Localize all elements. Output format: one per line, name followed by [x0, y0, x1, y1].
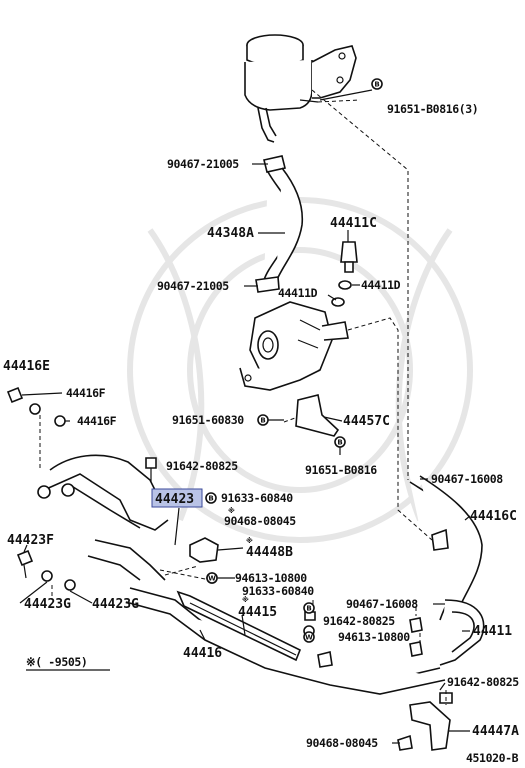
label-44416e[interactable]: 44416E	[3, 359, 50, 374]
tube-clamp	[189, 537, 219, 563]
label-91642-80825-mid[interactable]: 91642-80825	[323, 614, 396, 628]
label-44423g-a[interactable]: 44423G	[24, 597, 71, 612]
badge-91651-b0816-3: B	[371, 78, 383, 90]
label-44415[interactable]: 44415	[238, 605, 277, 620]
label-44457c[interactable]: 44457C	[343, 414, 390, 429]
footnote: ※( -9505)	[26, 655, 87, 669]
label-90467-21005-mid[interactable]: 90467-21005	[157, 279, 230, 293]
label-44411d-right[interactable]: 44411D	[361, 278, 401, 292]
part-labels: 91651-B0816(3) 90467-21005 44348A 44411C…	[3, 102, 520, 750]
lower-bracket	[397, 692, 453, 751]
label-44411d-left[interactable]: 44411D	[278, 286, 318, 300]
label-44348a[interactable]: 44348A	[207, 226, 254, 241]
label-90468-08045-bot[interactable]: 90468-08045	[306, 736, 379, 750]
label-44448b[interactable]: 44448B	[246, 545, 293, 560]
washer-badge-letter: W	[208, 575, 216, 583]
asterisk-90468-08045-top: ※	[228, 506, 235, 515]
badge-91651-b0816: B	[334, 436, 346, 448]
oil-cooler	[176, 590, 302, 662]
label-91642-80825-bot[interactable]: 91642-80825	[447, 675, 520, 689]
label-91642-80825-top[interactable]: 91642-80825	[166, 459, 239, 473]
label-44416f-a[interactable]: 44416F	[66, 386, 106, 400]
leader-lines	[19, 89, 471, 744]
washer-badges: W W	[206, 572, 315, 643]
label-44423[interactable]: 44423	[155, 492, 194, 507]
diagram-code: 451020-B	[466, 751, 519, 765]
label-90467-21005-top[interactable]: 90467-21005	[167, 157, 240, 171]
washer-badge-letter: W	[305, 634, 313, 642]
bolt-badges: B B B B B	[205, 78, 383, 614]
label-44416c[interactable]: 44416C	[470, 509, 517, 524]
gasket-washer	[331, 280, 352, 307]
label-94613-10800-top[interactable]: 94613-10800	[235, 571, 308, 585]
asterisk-44415: ※	[242, 595, 249, 604]
label-44416f-b[interactable]: 44416F	[77, 414, 117, 428]
badge-letter: B	[306, 605, 311, 613]
badge-letter: B	[260, 417, 265, 425]
pressure-tubes	[37, 454, 169, 581]
union-fitting	[340, 241, 358, 273]
label-94613-10800-mid[interactable]: 94613-10800	[338, 630, 411, 644]
hose-clamp-mid	[255, 276, 280, 293]
badge-91633-60840-mid: B	[303, 602, 315, 614]
return-hose	[263, 167, 304, 283]
badge-91651-60830: B	[257, 414, 269, 426]
label-91633-60840-top[interactable]: 91633-60840	[221, 491, 294, 505]
label-90468-08045-top[interactable]: 90468-08045	[224, 514, 297, 528]
label-91633-60840-mid[interactable]: 91633-60840	[242, 584, 315, 598]
highlight-44423	[151, 488, 203, 508]
label-44416[interactable]: 44416	[183, 646, 222, 661]
label-91651-b0816[interactable]: 91651-B0816	[305, 463, 378, 477]
pump-bracket	[295, 394, 340, 437]
power-steering-pump	[239, 301, 349, 391]
label-44447a[interactable]: 44447A	[472, 724, 519, 739]
pressure-line	[439, 599, 485, 666]
label-44423f[interactable]: 44423F	[7, 533, 54, 548]
label-91651-b0816-3[interactable]: 91651-B0816(3)	[387, 102, 479, 116]
label-44423g-b[interactable]: 44423G	[92, 597, 139, 612]
reservoir-tank	[244, 34, 357, 143]
hose-clamp-top	[263, 155, 286, 173]
label-44411c[interactable]: 44411C	[330, 216, 377, 231]
badge-letter: B	[374, 81, 379, 89]
label-90467-16008-mid[interactable]: 90467-16008	[346, 597, 419, 611]
asterisk-44448b: ※	[246, 536, 253, 545]
badge-letter: B	[337, 439, 342, 447]
bolts-group	[6, 386, 157, 591]
pressure-hose	[409, 475, 483, 626]
label-44411[interactable]: 44411	[473, 624, 512, 639]
badge-letter: B	[208, 495, 213, 503]
badge-91633-60840-top: B	[205, 492, 217, 504]
label-91651-60830[interactable]: 91651-60830	[172, 413, 245, 427]
label-90467-16008-top[interactable]: 90467-16008	[431, 472, 504, 486]
